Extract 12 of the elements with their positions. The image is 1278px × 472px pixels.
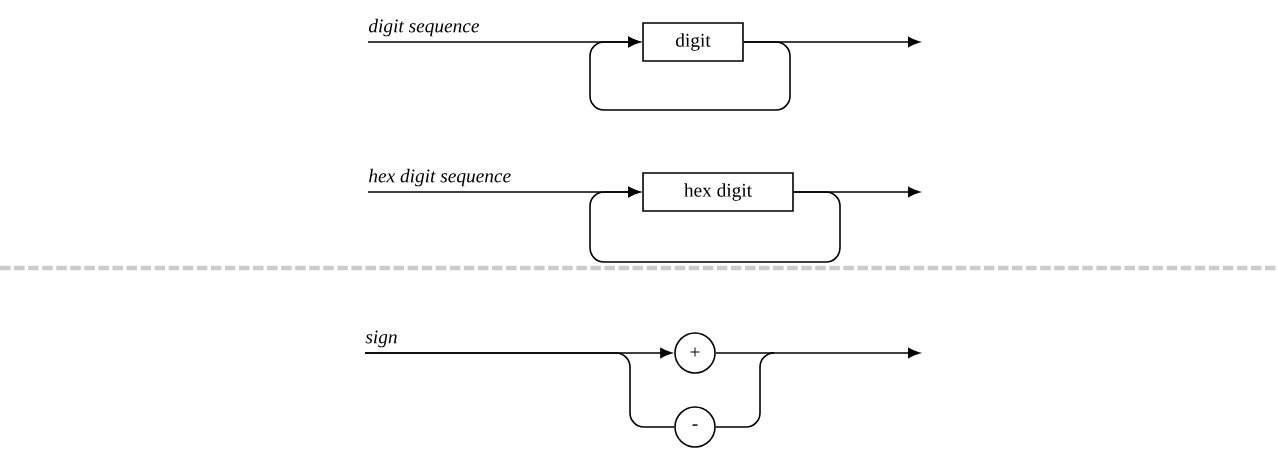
- rule-name: sign: [365, 330, 397, 348]
- connector-line: [364, 352, 675, 428]
- terminal-box: hex digit: [642, 172, 794, 212]
- rule-name: hex digit sequence: [369, 168, 511, 187]
- arrow: [715, 347, 920, 359]
- arrow: [793, 186, 920, 198]
- loop-arrow: [589, 36, 791, 111]
- connector-line: [715, 352, 775, 428]
- rule-name: digit sequence: [368, 18, 479, 37]
- terminal-box: digit: [642, 22, 744, 62]
- arrow: [743, 36, 920, 48]
- loop-arrow: [589, 186, 841, 263]
